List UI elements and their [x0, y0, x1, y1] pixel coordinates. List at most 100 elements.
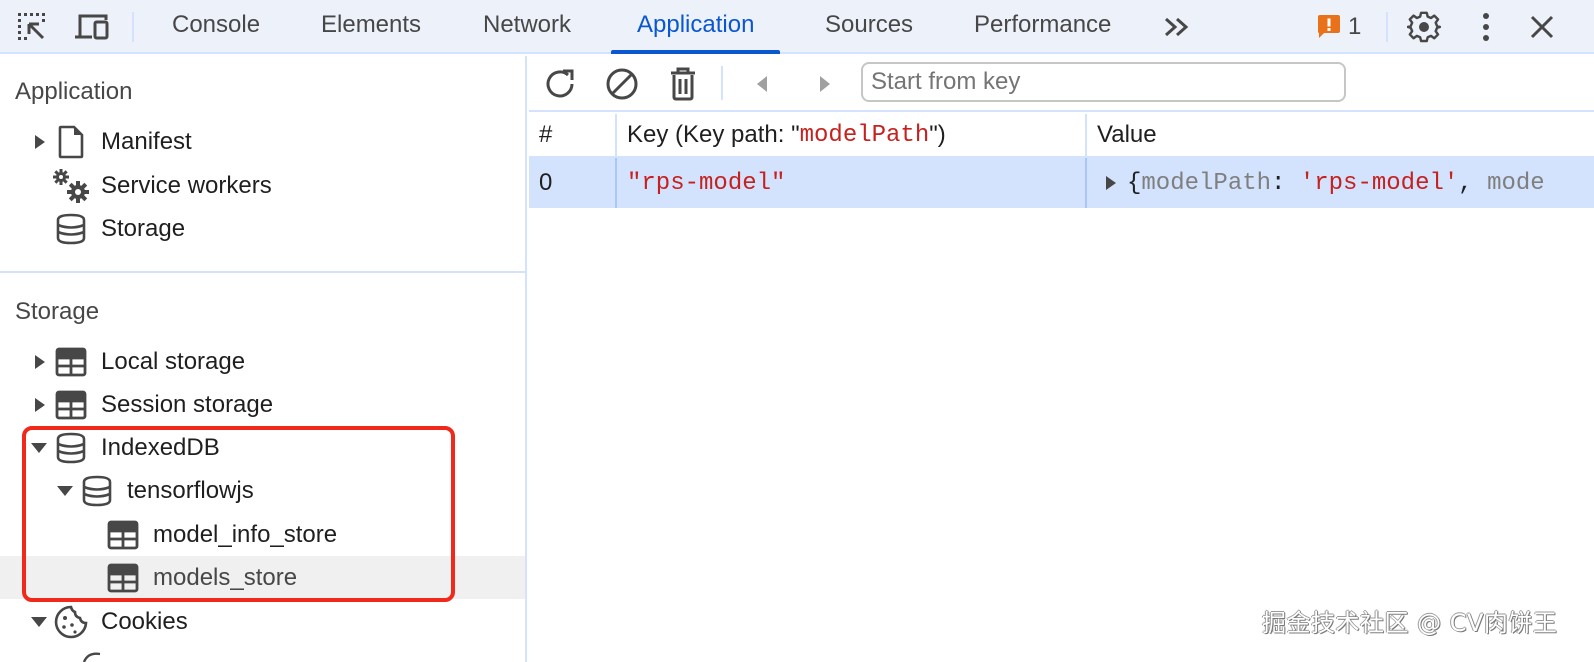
object-store-toolbar	[529, 56, 1594, 112]
settings-gear-icon[interactable]	[1405, 8, 1443, 46]
sidebar-item-cookies[interactable]: Cookies	[0, 600, 525, 643]
clear-object-store-button[interactable]	[602, 64, 642, 104]
watermark-text: 掘金技术社区 @ CV肉饼王	[1262, 609, 1558, 637]
expand-object-arrow-icon[interactable]	[1105, 175, 1121, 191]
tab-label: Console	[172, 11, 261, 38]
expand-arrow-icon[interactable]	[33, 354, 47, 370]
sidebar-item-manifest[interactable]: Manifest	[0, 120, 525, 163]
object-colon: :	[1271, 169, 1300, 197]
table-icon	[55, 388, 87, 422]
tab-performance[interactable]: Performance	[974, 0, 1111, 52]
tab-elements[interactable]: Elements	[321, 0, 421, 52]
device-toolbar-icon[interactable]	[73, 8, 111, 46]
tab-label: Sources	[825, 11, 914, 38]
cookie-child-icon-partial	[78, 648, 104, 662]
column-header-value[interactable]: Value	[1085, 114, 1594, 156]
sidebar-item-label: Local storage	[101, 347, 246, 375]
next-page-button[interactable]	[805, 64, 845, 104]
sidebar-item-label: IndexedDB	[101, 433, 220, 461]
close-icon[interactable]	[1523, 8, 1561, 46]
inspect-element-icon[interactable]	[13, 8, 51, 46]
issue-warning-icon	[1318, 15, 1340, 38]
next-page-icon	[820, 76, 830, 92]
sidebar-item-label: Manifest	[101, 127, 192, 155]
indexeddb-object-store-view: # Key (Key path: "modelPath") Value 0 "r…	[529, 56, 1594, 662]
delete-selected-button[interactable]	[663, 64, 703, 104]
row-index-cell: 0	[529, 158, 615, 208]
devtools-tab-bar: Console Elements Network Application Sou…	[0, 0, 1594, 54]
cookie-icon	[53, 605, 89, 639]
sidebar-item-model-info-store[interactable]: model_info_store	[0, 513, 525, 556]
document-icon	[55, 125, 87, 159]
grid-header-row: # Key (Key path: "modelPath") Value	[529, 114, 1594, 158]
more-tabs-icon[interactable]	[1158, 8, 1196, 46]
sidebar-item-storage[interactable]: Storage	[0, 207, 525, 250]
expand-arrow-icon[interactable]	[33, 134, 47, 150]
section-divider	[0, 271, 525, 273]
toolbar-divider	[1386, 12, 1388, 42]
table-icon	[55, 345, 87, 379]
active-tab-indicator	[611, 50, 781, 54]
collapse-arrow-icon[interactable]	[30, 614, 48, 630]
start-from-key-input[interactable]	[861, 62, 1346, 102]
row-key: "rps-model"	[627, 169, 786, 197]
previous-page-button[interactable]	[742, 64, 782, 104]
tab-console[interactable]: Console	[172, 0, 260, 52]
table-icon	[107, 561, 139, 595]
table-icon	[107, 518, 139, 552]
collapse-arrow-icon[interactable]	[56, 483, 74, 499]
row-key-cell: "rps-model"	[615, 158, 1085, 208]
tab-sources[interactable]: Sources	[825, 0, 913, 52]
application-sidebar: Application Manifest	[0, 56, 527, 662]
expand-arrow-icon[interactable]	[33, 397, 47, 413]
sidebar-item-label: Session storage	[101, 390, 274, 418]
clear-icon	[606, 68, 638, 100]
object-property-name: modelPath	[1141, 169, 1272, 197]
tab-network[interactable]: Network	[483, 0, 571, 52]
header-label: ")	[929, 121, 946, 148]
row-value-cell: {modelPath: 'rps-model', mode	[1085, 158, 1594, 208]
section-title-storage: Storage	[15, 298, 100, 325]
header-label: Key (Key path: "	[627, 121, 800, 148]
sidebar-item-service-workers[interactable]: Service workers	[0, 164, 525, 207]
more-options-icon[interactable]	[1467, 8, 1505, 46]
tab-label: Network	[483, 11, 572, 38]
tab-label: Application	[637, 11, 755, 38]
object-property-name: mode	[1487, 169, 1545, 197]
sidebar-item-label: Storage	[101, 214, 186, 242]
tab-label: Performance	[974, 11, 1112, 38]
delete-icon	[671, 67, 695, 101]
object-property-value: 'rps-model'	[1299, 169, 1459, 197]
sidebar-item-local-storage[interactable]: Local storage	[0, 340, 525, 383]
sidebar-item-indexeddb[interactable]: IndexedDB	[0, 426, 525, 469]
sidebar-item-tensorflowjs[interactable]: tensorflowjs	[0, 469, 525, 512]
row-index: 0	[539, 169, 553, 196]
column-header-index[interactable]: #	[529, 114, 615, 156]
sidebar-item-label: model_info_store	[153, 520, 338, 548]
refresh-button[interactable]	[541, 64, 581, 104]
sidebar-item-models-store[interactable]: models_store	[0, 556, 525, 599]
object-brace: {	[1127, 169, 1142, 197]
sidebar-item-label: Service workers	[101, 171, 272, 199]
collapse-arrow-icon[interactable]	[30, 440, 48, 456]
tab-application[interactable]: Application	[611, 0, 781, 54]
sidebar-item-label: tensorflowjs	[127, 476, 254, 504]
sidebar-item-session-storage[interactable]: Session storage	[0, 383, 525, 426]
key-path-value: modelPath	[799, 121, 930, 149]
sidebar-item-label: models_store	[153, 563, 298, 591]
object-comma: ,	[1458, 169, 1488, 197]
gears-icon	[52, 168, 90, 203]
toolbar-divider	[721, 66, 723, 100]
refresh-icon	[546, 69, 574, 98]
tab-label: Elements	[321, 11, 422, 38]
issues-counter[interactable]: 1	[1316, 10, 1361, 44]
issues-count: 1	[1348, 13, 1362, 40]
header-label: Value	[1097, 121, 1157, 148]
prev-page-icon	[757, 76, 767, 92]
sidebar-item-label: Cookies	[101, 607, 188, 635]
database-icon	[55, 431, 87, 465]
table-row[interactable]: 0 "rps-model" {modelPath: 'rps-model', m…	[529, 158, 1594, 208]
column-header-key[interactable]: Key (Key path: "modelPath")	[615, 114, 1085, 156]
header-label: #	[539, 121, 553, 148]
database-icon	[55, 212, 87, 246]
